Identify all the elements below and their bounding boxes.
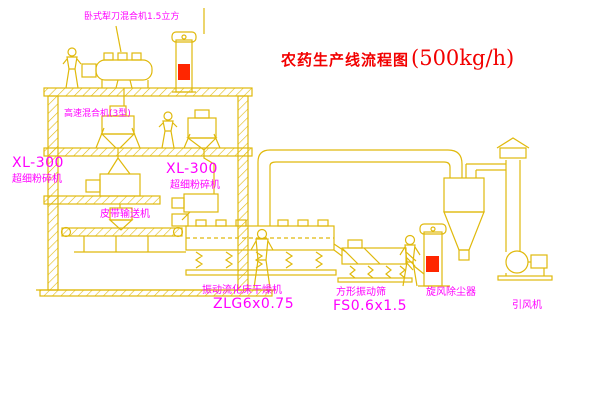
pulverizer-center (171, 193, 219, 227)
label-sieve-model: FS0.6x1.5 (333, 298, 408, 314)
label-mill-center-name: 超细粉碎机 (170, 180, 220, 191)
label-top-mixer: 卧式犁刀混合机1.5立方 (84, 12, 180, 22)
label-fan: 引风机 (512, 300, 542, 311)
induced-draft-fan (497, 250, 553, 281)
vibrating-sieve (337, 239, 425, 283)
bucket-elevator-bottom (418, 223, 450, 287)
label-high-speed-mixer: 高速混合机(3型) (64, 109, 131, 119)
elevator-nameplate (426, 256, 439, 272)
title-text: 农药生产线流程图 (281, 51, 410, 69)
feed-vessel (183, 109, 221, 194)
leader-line (115, 25, 122, 53)
label-mill-center-model: XL-300 (166, 161, 218, 177)
bucket-elevator-top (171, 8, 205, 93)
exhaust-duct (257, 149, 463, 226)
fluid-bed-dryer (185, 219, 347, 276)
title-capacity: (500kg/h) (411, 46, 515, 70)
label-mill-left-name: 超细粉碎机 (12, 174, 62, 185)
person-figure (62, 47, 82, 89)
label-cyclone: 旋风除尘器 (426, 287, 476, 298)
label-sieve-name: 方形振动筛 (336, 287, 386, 298)
person-figure (399, 234, 421, 287)
person-figure (158, 111, 178, 149)
label-belt-conveyor: 皮带输送机 (100, 209, 150, 220)
exhaust-stack (496, 137, 530, 252)
page-title: 农药生产线流程图 (500kg/h) (281, 46, 514, 70)
label-dryer-name: 振动流化床干燥机 (202, 285, 282, 296)
label-dryer-model: ZLG6x0.75 (213, 296, 295, 312)
high-speed-mixer (95, 105, 141, 149)
pulverizer-left (85, 148, 141, 231)
plow-mixer (81, 52, 153, 106)
elevator-nameplate (178, 64, 190, 80)
belt-conveyor (60, 226, 186, 253)
label-mill-left-model: XL-300 (12, 155, 64, 171)
cyclone-separator (443, 163, 506, 261)
person-figure (250, 228, 274, 289)
